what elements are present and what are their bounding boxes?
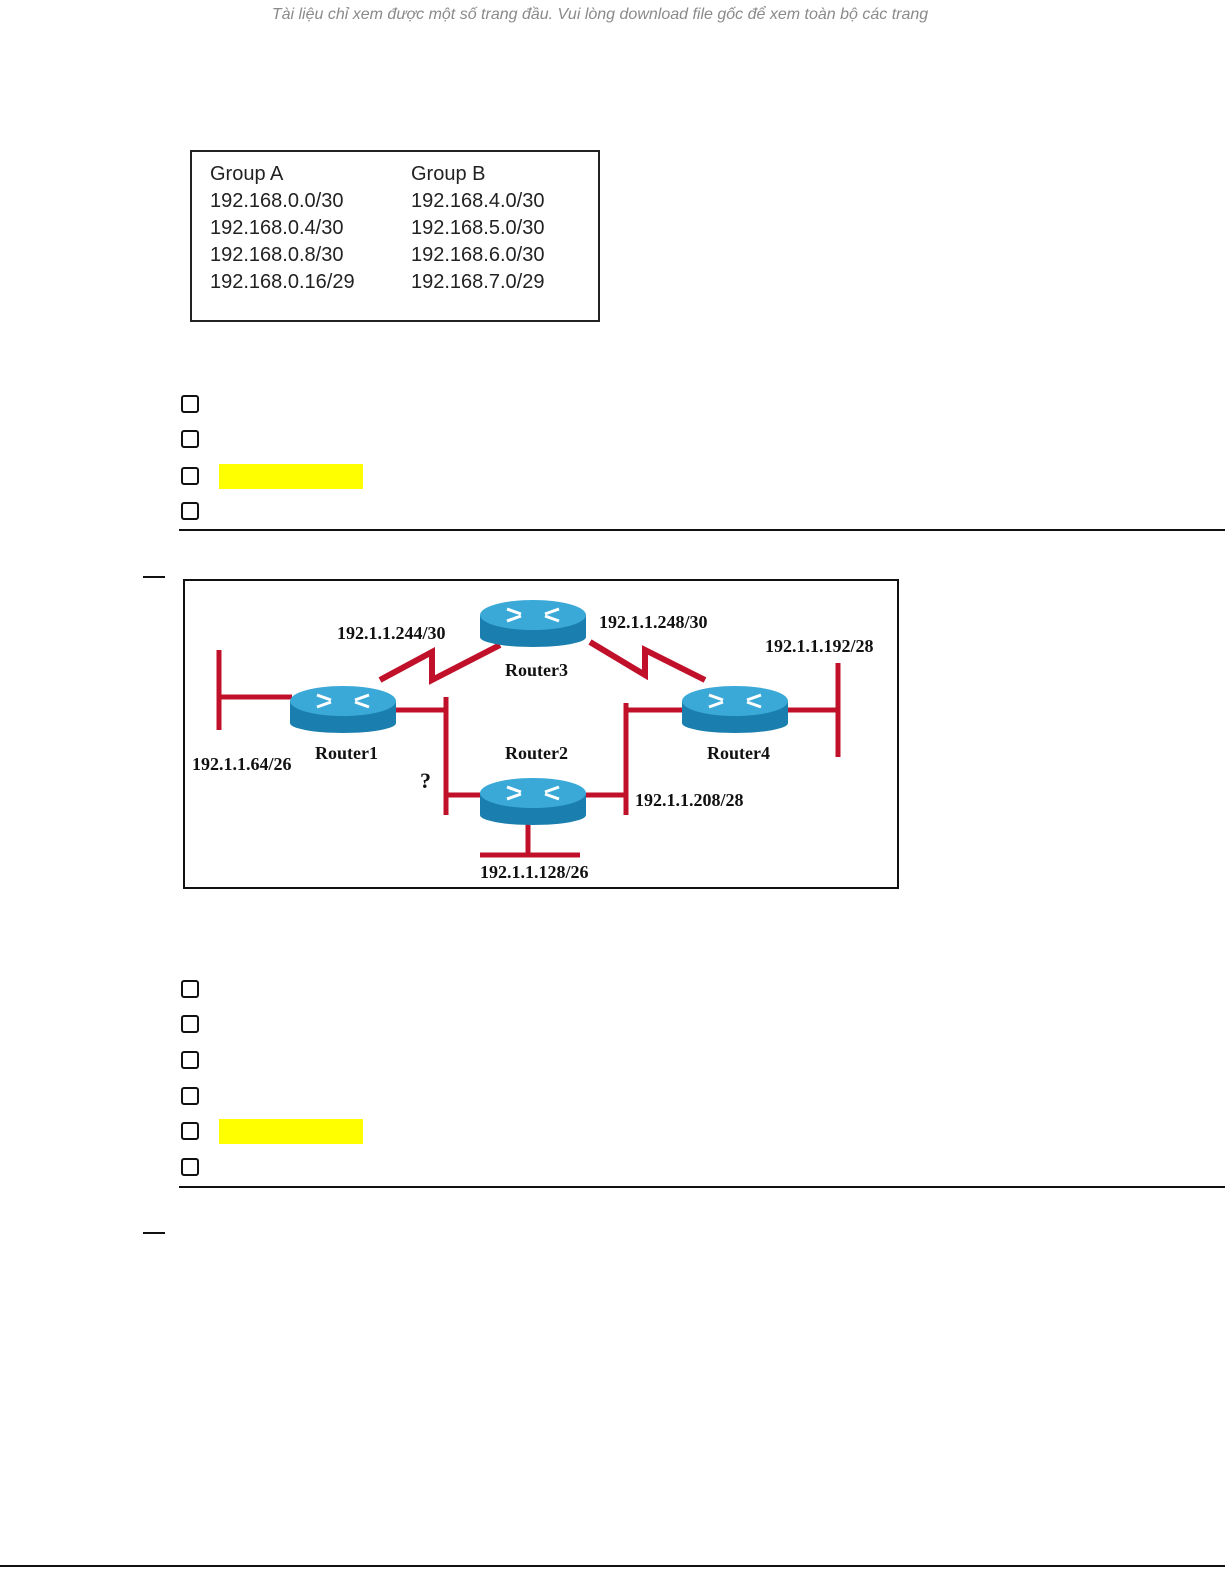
router4-label: Router4 xyxy=(707,743,770,763)
router2-label: Router2 xyxy=(505,743,568,763)
answer-checkbox[interactable] xyxy=(181,502,199,520)
router3-label: Router3 xyxy=(505,660,568,680)
question-divider xyxy=(179,1186,1225,1188)
question-marker xyxy=(143,1232,165,1234)
router4-icon xyxy=(680,684,790,735)
correct-answer-highlight xyxy=(219,464,363,489)
answer-checkbox[interactable] xyxy=(181,1158,199,1176)
network-label: 192.1.1.128/26 xyxy=(480,862,589,882)
answer-checkbox[interactable] xyxy=(181,1051,199,1069)
correct-answer-highlight xyxy=(219,1119,363,1144)
group-a-item: 192.168.0.4/30 xyxy=(210,217,344,239)
r1-r3-serial-link xyxy=(378,642,502,685)
r2-r4-link xyxy=(585,703,683,815)
group-b-item: 192.168.4.0/30 xyxy=(411,190,545,212)
topology-svg: Router1 Router2 Router3 Router4 192.1.1.… xyxy=(192,598,874,882)
question-divider xyxy=(179,529,1225,531)
answer-checkbox[interactable] xyxy=(181,1087,199,1105)
answer-checkbox[interactable] xyxy=(181,467,199,485)
watermark-notice: Tài liệu chỉ xem được một số trang đầu. … xyxy=(271,6,929,23)
answer-checkbox[interactable] xyxy=(181,395,199,413)
group-a-item: 192.168.0.16/29 xyxy=(210,271,355,293)
answer-checkbox[interactable] xyxy=(181,980,199,998)
r1-r2-link xyxy=(395,697,481,815)
links xyxy=(216,639,841,858)
answer-checkbox[interactable] xyxy=(181,1122,199,1140)
router1-label: Router1 xyxy=(315,743,378,763)
r4-lan-link xyxy=(788,663,841,757)
network-label: 192.1.1.208/28 xyxy=(635,790,744,810)
group-b-column: Group B 192.168.4.0/30 192.168.5.0/30 19… xyxy=(411,161,544,296)
group-b-item: 192.168.7.0/29 xyxy=(411,271,545,293)
network-topology-diagram: Router1 Router2 Router3 Router4 192.1.1.… xyxy=(183,579,899,889)
group-b-item: 192.168.6.0/30 xyxy=(411,244,545,266)
router3-icon xyxy=(478,598,588,649)
network-label: 192.1.1.248/30 xyxy=(599,612,708,632)
answer-checkbox[interactable] xyxy=(181,430,199,448)
group-a-column: Group A 192.168.0.0/30 192.168.0.4/30 19… xyxy=(210,161,355,296)
r3-r4-serial-link xyxy=(588,639,707,683)
network-label: 192.1.1.64/26 xyxy=(192,754,292,774)
group-a-item: 192.168.0.8/30 xyxy=(210,244,344,266)
answer-checkbox[interactable] xyxy=(181,1015,199,1033)
group-a-item: 192.168.0.0/30 xyxy=(210,190,344,212)
unknown-network-label: ? xyxy=(420,768,431,793)
network-label: 192.1.1.244/30 xyxy=(337,623,446,643)
router1-icon xyxy=(288,684,398,735)
group-a-header: Group A xyxy=(210,163,284,185)
page-bottom-rule xyxy=(0,1565,1225,1567)
r1-lan-link xyxy=(216,650,292,730)
r2-lan-link xyxy=(480,820,580,858)
network-label: 192.1.1.192/28 xyxy=(765,636,874,656)
group-b-header: Group B xyxy=(411,163,486,185)
subnet-groups-table: Group A 192.168.0.0/30 192.168.0.4/30 19… xyxy=(190,150,600,322)
question-marker xyxy=(143,576,165,578)
router2-icon xyxy=(478,776,588,827)
group-b-item: 192.168.5.0/30 xyxy=(411,217,545,239)
